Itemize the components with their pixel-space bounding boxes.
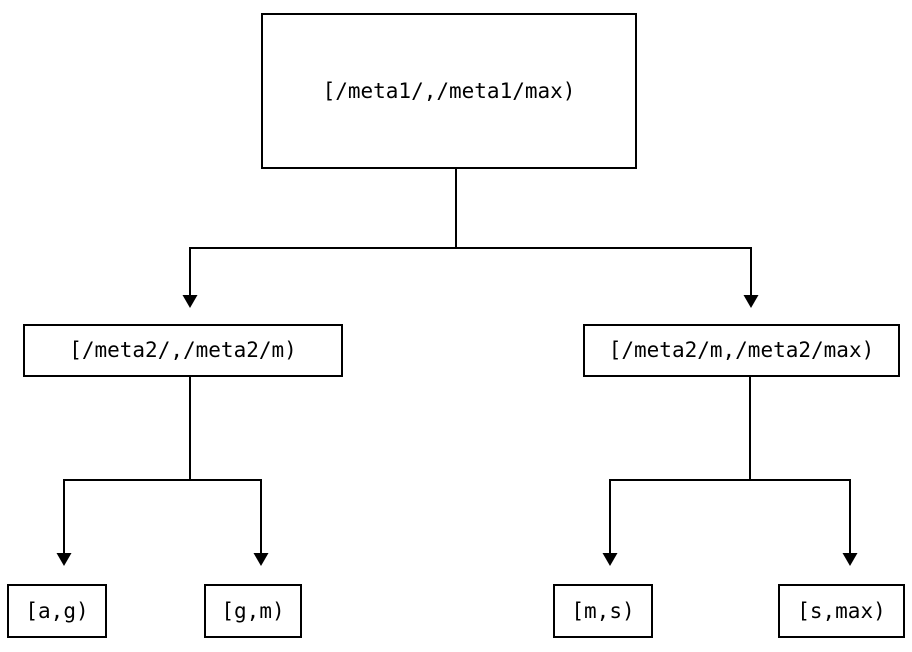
arrowhead-to-leaf-g-m-icon	[253, 553, 269, 566]
node-leaf-s-max: [s,max)	[778, 584, 905, 638]
edge-root-branch-bar	[189, 247, 752, 295]
arrowhead-to-meta2-high-icon	[743, 295, 759, 308]
arrowhead-to-leaf-m-s-icon	[602, 553, 618, 566]
arrowhead-to-leaf-a-g-icon	[56, 553, 72, 566]
node-leaf-g-m-label: [g,m)	[221, 598, 285, 623]
node-meta2-high-label: [/meta2/m,/meta2/max)	[608, 338, 875, 362]
node-meta2-high: [/meta2/m,/meta2/max)	[583, 324, 900, 377]
node-meta2-low-label: [/meta2/,/meta2/m)	[69, 338, 297, 362]
arrowhead-to-meta2-low-icon	[182, 295, 198, 308]
node-leaf-a-g-label: [a,g)	[25, 598, 89, 623]
node-leaf-g-m: [g,m)	[204, 584, 302, 638]
arrowhead-to-leaf-s-max-icon	[842, 553, 858, 566]
edge-meta2-low-branch-bar	[63, 479, 262, 553]
edge-meta2-high-branch-bar	[609, 479, 851, 553]
node-leaf-m-s-label: [m,s)	[571, 598, 635, 623]
node-leaf-a-g: [a,g)	[7, 584, 107, 638]
node-leaf-s-max-label: [s,max)	[797, 598, 886, 623]
node-root: [/meta1/,/meta1/max)	[261, 13, 637, 169]
node-meta2-low: [/meta2/,/meta2/m)	[23, 324, 343, 377]
node-leaf-m-s: [m,s)	[553, 584, 653, 638]
node-root-label: [/meta1/,/meta1/max)	[322, 78, 576, 103]
